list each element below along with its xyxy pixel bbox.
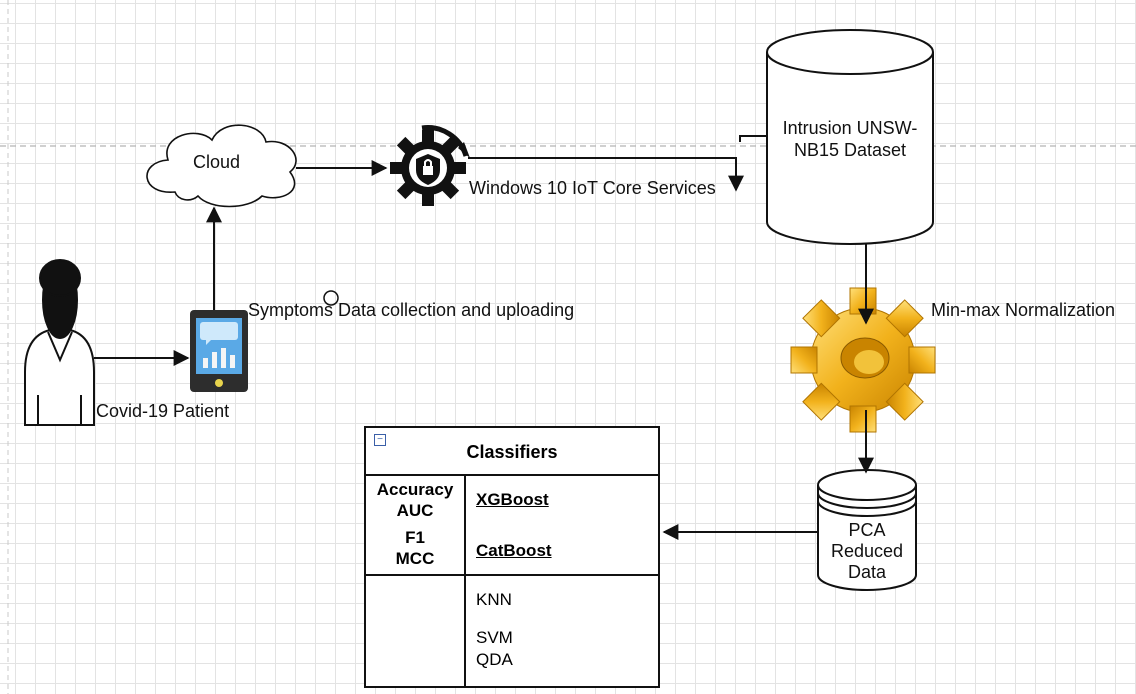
- cloud-shape: [146, 124, 297, 208]
- classifier-xgboost: XGBoost: [476, 490, 549, 509]
- metric-auc: AUC: [396, 501, 434, 520]
- pca-label: PCA Reduced Data: [820, 520, 914, 583]
- classifiers-table: − Classifiers Accuracy AUC F1 MCC XGBoos…: [364, 426, 660, 688]
- classifier-svm: SVM: [476, 628, 513, 647]
- cloud-label: Cloud: [193, 152, 241, 172]
- dataset-cylinder: [766, 29, 934, 245]
- arrow-iot-to-dataset: [468, 157, 744, 192]
- classifier-catboost: CatBoost: [476, 541, 552, 560]
- metric-mcc: MCC: [395, 549, 435, 568]
- app-step-label: Symptoms Data collection and uploading: [248, 300, 575, 320]
- dataset-label: Intrusion UNSW-NB15 Dataset: [782, 118, 918, 160]
- iot-shield-gear-icon: [390, 125, 470, 206]
- classifier-qda: QDA: [476, 650, 513, 669]
- row-divider: [366, 574, 658, 576]
- pca-cylinder: [817, 469, 917, 591]
- pca-label-line-1: PCA: [848, 520, 886, 540]
- normalization-label: Min-max Normalization: [931, 300, 1116, 320]
- iot-label: Windows 10 IoT Core Services: [469, 178, 716, 198]
- pca-label-line-2: Reduced: [830, 541, 904, 561]
- patient-label: Covid-19 Patient: [96, 401, 230, 421]
- arrow-dataset-to-iot: [739, 135, 767, 142]
- classifiers-header: − Classifiers: [366, 428, 658, 476]
- collapse-toggle-icon[interactable]: −: [374, 434, 386, 446]
- metric-f1: F1: [405, 528, 425, 547]
- metric-accuracy: Accuracy: [376, 480, 454, 499]
- normalization-gear-icon: [790, 287, 936, 433]
- pca-label-line-3: Data: [847, 562, 887, 582]
- person-icon: [24, 259, 95, 426]
- classifier-knn: KNN: [476, 590, 512, 609]
- smartphone-icon: [190, 310, 248, 392]
- cursor-circle: [323, 290, 339, 306]
- column-divider: [464, 476, 466, 688]
- classifiers-title: Classifiers: [466, 442, 558, 462]
